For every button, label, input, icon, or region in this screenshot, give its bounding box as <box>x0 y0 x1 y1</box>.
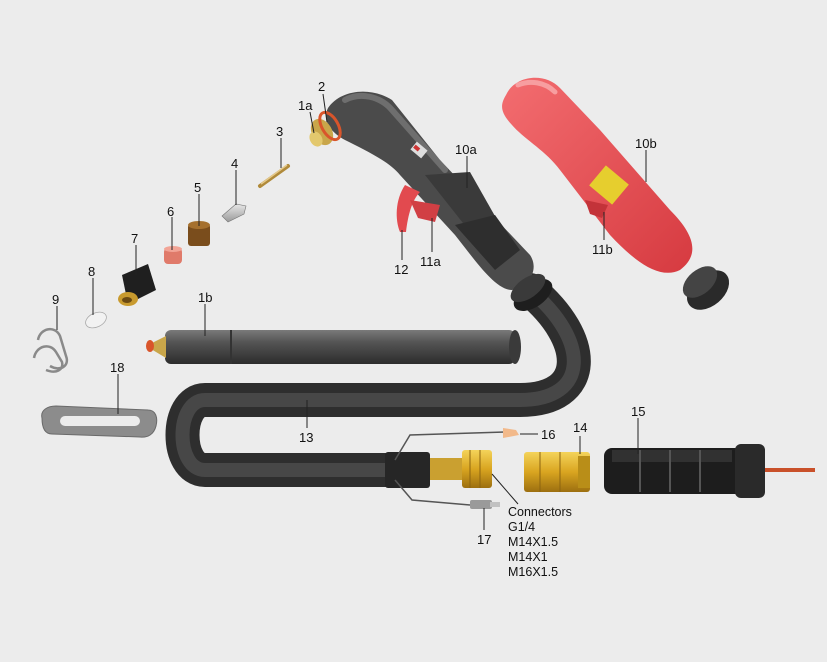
label-11b: 11b <box>592 242 613 257</box>
label-1b: 1b <box>198 290 212 305</box>
label-1a: 1a <box>298 98 313 113</box>
ceramic-8 <box>85 311 107 329</box>
label-17: 17 <box>477 532 491 547</box>
spacer-clip-9 <box>32 328 69 373</box>
hose-connector <box>430 450 492 488</box>
label-10b: 10b <box>635 136 657 151</box>
label-16: 16 <box>541 427 555 442</box>
pilot-tip-16 <box>503 428 519 438</box>
connector-item: G1/4 <box>508 520 535 534</box>
machine-torch-1b <box>146 330 521 364</box>
pilot-connector-17 <box>470 500 500 509</box>
leader-lines <box>56 93 647 530</box>
label-5: 5 <box>194 180 201 195</box>
pilot-cable-lines <box>394 431 506 506</box>
torch-handle-10a <box>325 91 553 311</box>
connector-item: M14X1 <box>508 550 548 564</box>
label-4: 4 <box>231 156 238 171</box>
swirl-ring-5 <box>188 221 210 246</box>
label-14: 14 <box>573 420 587 435</box>
label-13: 13 <box>299 430 313 445</box>
label-6: 6 <box>167 204 174 219</box>
part-labels: 1a 2 3 4 5 6 7 8 9 1b 10a 10b 11a 11b 12… <box>52 79 657 547</box>
label-8: 8 <box>88 264 95 279</box>
connectors-list: Connectors G1/4 M14X1.5 M14X1 M16X1.5 <box>508 505 572 579</box>
o-ring-2 <box>318 110 342 142</box>
connector-housing-15 <box>604 444 815 498</box>
label-3: 3 <box>276 124 283 139</box>
electrode-3 <box>258 164 290 188</box>
nozzle-4 <box>221 203 247 223</box>
torch-head-tip-1a <box>309 118 334 147</box>
label-7: 7 <box>131 231 138 246</box>
connector-item: M14X1.5 <box>508 535 558 549</box>
ring-6 <box>164 246 182 264</box>
label-12: 12 <box>394 262 408 277</box>
brass-adapter-14 <box>524 452 590 492</box>
label-2: 2 <box>318 79 325 94</box>
hose <box>165 273 591 488</box>
trigger-12 <box>396 185 420 232</box>
label-10a: 10a <box>455 142 477 157</box>
drag-guide-18 <box>41 405 158 438</box>
label-18: 18 <box>110 360 124 375</box>
label-15: 15 <box>631 404 645 419</box>
trigger-guard-11a <box>410 200 440 222</box>
shield-cup-7 <box>118 264 156 306</box>
label-11a: 11a <box>420 254 441 269</box>
red-handle-10b <box>502 77 730 310</box>
label-9: 9 <box>52 292 59 307</box>
connectors-title: Connectors <box>508 505 572 519</box>
connector-item: M16X1.5 <box>508 565 558 579</box>
